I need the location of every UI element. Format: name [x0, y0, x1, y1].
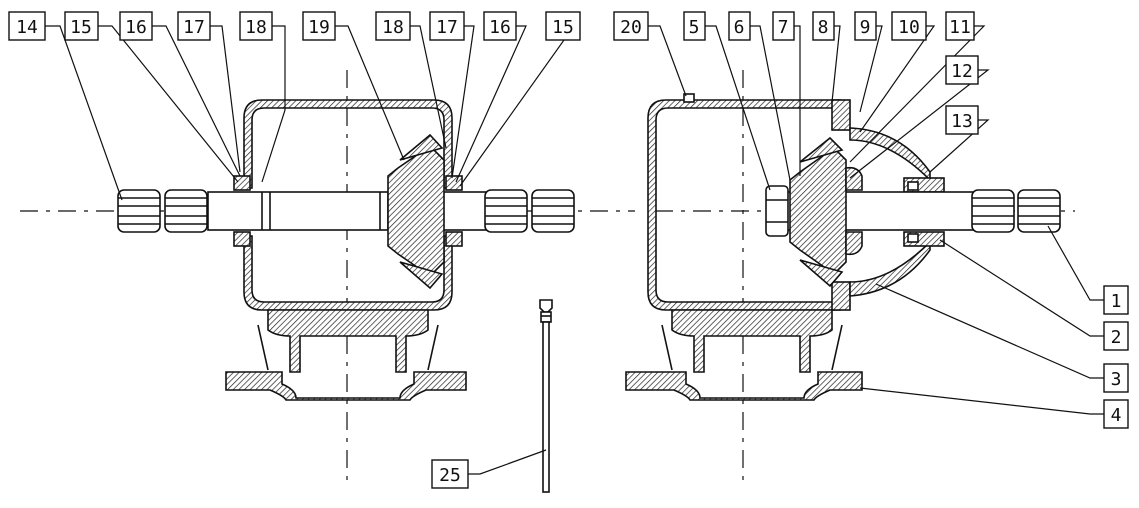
- svg-text:18: 18: [245, 17, 267, 38]
- left-housing-neck: [267, 309, 429, 373]
- left-base-rib-right: [427, 324, 439, 371]
- right-shaft-nut: [765, 185, 789, 237]
- svg-text:10: 10: [898, 17, 920, 38]
- svg-text:25: 25: [439, 465, 461, 486]
- svg-text:16: 16: [125, 17, 147, 38]
- svg-text:7: 7: [778, 17, 789, 38]
- right-housing-wall: [647, 99, 841, 311]
- svg-text:3: 3: [1111, 369, 1122, 390]
- left-shaft-spline-right: [484, 189, 575, 233]
- callout-20: 20: [613, 11, 649, 41]
- left-bevel-gear: [387, 144, 445, 278]
- svg-text:13: 13: [951, 111, 973, 132]
- callout-13: 13: [945, 105, 979, 135]
- callout-3: 3: [1103, 363, 1129, 393]
- svg-text:6: 6: [734, 17, 745, 38]
- svg-text:12: 12: [951, 61, 973, 82]
- left-shaft: [207, 191, 499, 231]
- callout-7: 7: [772, 11, 795, 41]
- right-bevel-gear: [789, 146, 847, 276]
- leader-lines: [45, 25, 1104, 475]
- svg-text:20: 20: [620, 17, 642, 38]
- svg-text:17: 17: [436, 17, 458, 38]
- svg-text:8: 8: [818, 17, 829, 38]
- left-shaft-spline-left: [117, 189, 208, 233]
- right-base-rib-left: [661, 324, 673, 371]
- callout-15-right: 15: [545, 11, 581, 41]
- svg-text:11: 11: [949, 17, 971, 38]
- left-bevel-gear-tooth-top: [399, 133, 444, 161]
- callout-11: 11: [945, 11, 975, 41]
- svg-text:16: 16: [489, 17, 511, 38]
- callout-4: 4: [1103, 399, 1129, 429]
- right-bevel-gear-tooth-top: [799, 136, 844, 163]
- right-end-cover-top: [849, 127, 931, 182]
- svg-text:9: 9: [860, 17, 871, 38]
- callout-15-left: 15: [64, 11, 99, 41]
- svg-text:14: 14: [16, 17, 38, 38]
- callout-1: 1: [1103, 285, 1129, 315]
- right-housing-flange-bottom: [831, 281, 851, 311]
- callout-17-left: 17: [177, 11, 211, 41]
- left-housing-top-wall: [243, 99, 453, 189]
- right-breather-plug: [683, 93, 695, 103]
- left-gearbox: [20, 70, 635, 480]
- right-housing-neck: [671, 309, 833, 373]
- svg-text:4: 4: [1111, 405, 1122, 426]
- callout-9: 9: [854, 11, 877, 41]
- callout-19: 19: [302, 11, 336, 41]
- svg-text:18: 18: [382, 17, 404, 38]
- svg-text:1: 1: [1111, 291, 1122, 312]
- right-gearbox: [625, 70, 1075, 480]
- svg-text:15: 15: [552, 17, 574, 38]
- right-bevel-gear-tooth-bottom: [799, 259, 844, 288]
- right-base-rib-right: [831, 324, 843, 371]
- right-housing-base: [625, 371, 863, 401]
- callout-17-right: 17: [429, 11, 465, 41]
- callouts: 14 15 16 17 18 19 18 17 16 15 20 5 6 7 8…: [8, 11, 1129, 489]
- callout-18-right: 18: [375, 11, 411, 41]
- callout-16-right: 16: [483, 11, 517, 41]
- svg-text:2: 2: [1111, 327, 1122, 348]
- right-end-cover-bottom: [849, 240, 931, 297]
- right-housing-flange-top: [831, 99, 851, 131]
- svg-text:5: 5: [689, 17, 700, 38]
- callout-18-left: 18: [239, 11, 273, 41]
- callout-10: 10: [891, 11, 927, 41]
- callout-5: 5: [683, 11, 706, 41]
- callout-14: 14: [8, 11, 46, 41]
- callout-2: 2: [1103, 321, 1129, 351]
- callout-25: 25: [431, 459, 469, 489]
- left-bearing-upper-right: [445, 175, 463, 191]
- left-base-rib-left: [257, 324, 269, 371]
- callout-12: 12: [945, 55, 979, 85]
- left-bevel-gear-tooth-bottom: [399, 261, 444, 290]
- left-bearing-lower-right: [445, 231, 463, 247]
- left-bearing-lower-left: [233, 231, 251, 247]
- left-housing-base: [225, 371, 467, 401]
- svg-text:15: 15: [70, 17, 92, 38]
- right-shaft-spline: [971, 189, 1061, 233]
- svg-text:17: 17: [183, 17, 205, 38]
- callout-16-left: 16: [119, 11, 153, 41]
- callout-6: 6: [728, 11, 751, 41]
- left-bearing-upper-left: [233, 175, 251, 191]
- callout-8: 8: [812, 11, 835, 41]
- right-bearing-bottom: [845, 231, 863, 256]
- svg-text:19: 19: [308, 17, 330, 38]
- dipstick: [539, 299, 553, 493]
